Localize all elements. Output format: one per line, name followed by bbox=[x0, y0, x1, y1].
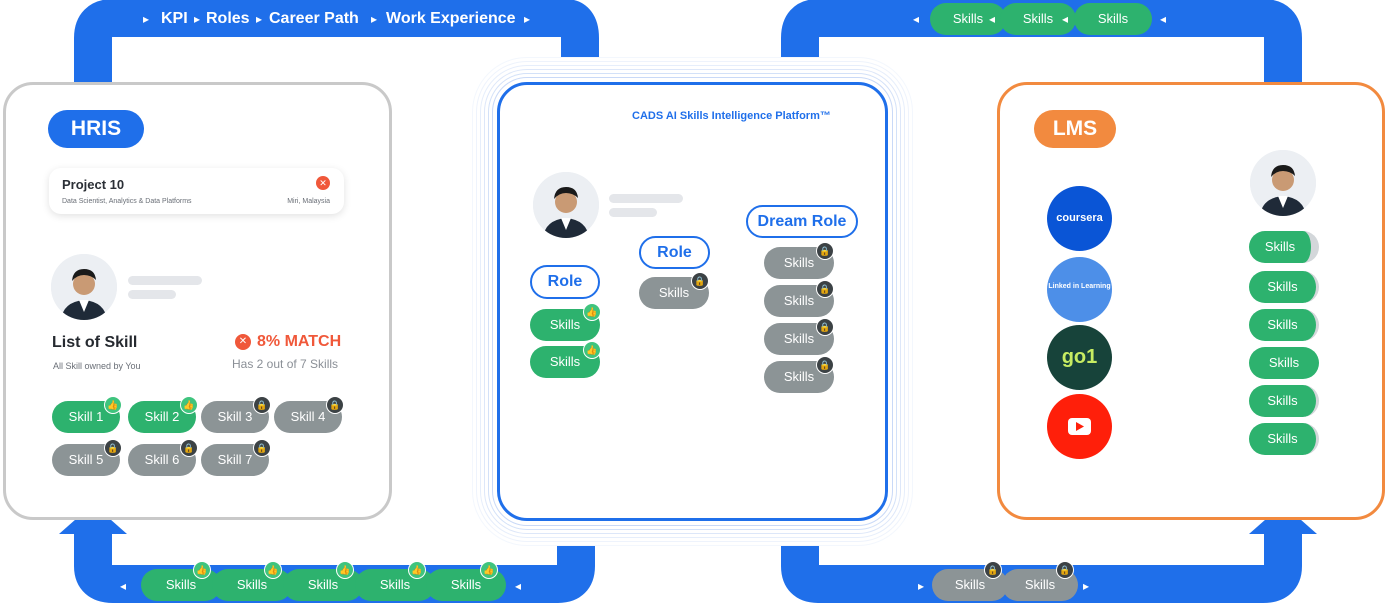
chevron-right-icon: ▸ bbox=[918, 579, 925, 593]
lock-icon: 🔒 bbox=[984, 561, 1002, 579]
chevron-left-icon: ◂ bbox=[120, 579, 127, 593]
avatar bbox=[1250, 150, 1316, 216]
chevron-down-icon: ▾ bbox=[572, 517, 579, 531]
thumbs-up-icon: 👍 bbox=[180, 396, 198, 414]
flow-skill-pill: Skills bbox=[1000, 3, 1076, 35]
flow-skill-pill: Skills bbox=[283, 569, 363, 601]
skill-pill[interactable]: Skills bbox=[1249, 231, 1319, 263]
chevron-right-icon: ▸ bbox=[1083, 579, 1090, 593]
placeholder-bar bbox=[128, 290, 176, 299]
hris-tag: HRIS bbox=[48, 110, 144, 148]
flow-label-kpi: KPI bbox=[161, 10, 188, 27]
role-box-next[interactable]: Role bbox=[639, 236, 710, 269]
coursera-logo[interactable]: coursera bbox=[1047, 186, 1112, 251]
skill-pill[interactable]: Skills bbox=[1249, 309, 1319, 341]
skill-pill[interactable]: Skills bbox=[1249, 271, 1319, 303]
chevron-right-icon: ▸ bbox=[371, 12, 378, 26]
linkedin-learning-label: Linked in Learning bbox=[1048, 283, 1111, 290]
skill-pill[interactable]: Skills bbox=[764, 247, 834, 279]
chevron-left-icon: ◂ bbox=[989, 12, 996, 26]
lock-icon: 🔒 bbox=[816, 356, 834, 374]
thumbs-up-icon: 👍 bbox=[193, 561, 211, 579]
close-icon[interactable]: ✕ bbox=[316, 176, 330, 190]
lock-icon: 🔒 bbox=[253, 439, 271, 457]
flow-skill-pill: Skills bbox=[930, 3, 1006, 35]
placeholder-bar bbox=[609, 194, 683, 203]
linkedin-learning-logo[interactable]: Linked in Learning bbox=[1047, 257, 1112, 322]
lock-icon: 🔒 bbox=[691, 272, 709, 290]
skill-pill[interactable]: Skills bbox=[1249, 347, 1319, 379]
skill-pill[interactable]: Skills bbox=[530, 309, 600, 341]
placeholder-bar bbox=[128, 276, 202, 285]
cads-title: CADS AI Skills Intelligence Platform™ bbox=[632, 110, 831, 122]
chevron-left-icon: ◂ bbox=[1160, 12, 1167, 26]
flow-skill-pill: Skills bbox=[932, 569, 1008, 601]
chevron-right-icon: ▸ bbox=[194, 12, 201, 26]
close-icon: ✕ bbox=[235, 334, 251, 350]
flow-label-roles: Roles bbox=[206, 10, 250, 27]
project-location: Miri, Malaysia bbox=[287, 198, 330, 205]
role-box-current[interactable]: Role bbox=[530, 265, 600, 299]
skill-pill[interactable]: Skills bbox=[764, 285, 834, 317]
project-subtitle: Data Scientist, Analytics & Data Platfor… bbox=[62, 198, 192, 205]
thumbs-up-icon: 👍 bbox=[408, 561, 426, 579]
thumbs-up-icon: 👍 bbox=[336, 561, 354, 579]
thumbs-up-icon: 👍 bbox=[480, 561, 498, 579]
skill-list-title: List of Skill bbox=[52, 334, 138, 351]
chevron-left-icon: ◂ bbox=[1062, 12, 1069, 26]
chevron-right-icon: ▸ bbox=[256, 12, 263, 26]
chevron-down-icon: ▾ bbox=[796, 517, 803, 531]
play-icon bbox=[1068, 418, 1091, 435]
lms-tag: LMS bbox=[1034, 110, 1116, 148]
avatar bbox=[51, 254, 117, 320]
flow-label-work-experience: Work Experience bbox=[386, 10, 516, 27]
thumbs-up-icon: 👍 bbox=[583, 341, 601, 359]
lock-icon: 🔒 bbox=[253, 396, 271, 414]
skill-pill[interactable]: Skills bbox=[1249, 385, 1319, 417]
chevron-left-icon: ◂ bbox=[913, 12, 920, 26]
lock-icon: 🔒 bbox=[180, 439, 198, 457]
project-title: Project 10 bbox=[62, 177, 125, 192]
flow-skill-pill: Skills bbox=[426, 569, 506, 601]
skill-pill[interactable]: Skill 6 bbox=[128, 444, 196, 476]
skill-pill[interactable]: Skills bbox=[764, 361, 834, 393]
avatar bbox=[533, 172, 599, 238]
lock-icon: 🔒 bbox=[326, 396, 344, 414]
skill-list-subtitle: All Skill owned by You bbox=[53, 361, 141, 371]
placeholder-bar bbox=[609, 208, 657, 217]
chevron-left-icon: ◂ bbox=[515, 579, 522, 593]
lock-icon: 🔒 bbox=[104, 439, 122, 457]
lock-icon: 🔒 bbox=[816, 242, 834, 260]
flow-skill-pill: Skills bbox=[1074, 3, 1152, 35]
match-percent: 8% MATCH bbox=[257, 333, 342, 350]
skill-pill[interactable]: Skills bbox=[639, 277, 709, 309]
flow-label-career-path: Career Path bbox=[269, 10, 359, 27]
lock-icon: 🔒 bbox=[1056, 561, 1074, 579]
role-box-dream[interactable]: Dream Role bbox=[746, 205, 858, 238]
thumbs-up-icon: 👍 bbox=[583, 303, 601, 321]
youtube-logo[interactable] bbox=[1047, 394, 1112, 459]
thumbs-up-icon: 👍 bbox=[104, 396, 122, 414]
go1-logo[interactable]: go1 bbox=[1047, 325, 1112, 390]
match-detail: Has 2 out of 7 Skills bbox=[232, 357, 339, 371]
chevron-right-icon: ▸ bbox=[524, 12, 531, 26]
lock-icon: 🔒 bbox=[816, 318, 834, 336]
skill-pill[interactable]: Skills bbox=[1249, 423, 1319, 455]
chevron-right-icon: ▸ bbox=[143, 12, 150, 26]
project-card[interactable]: Project 10 Data Scientist, Analytics & D… bbox=[49, 168, 344, 214]
thumbs-up-icon: 👍 bbox=[264, 561, 282, 579]
lock-icon: 🔒 bbox=[816, 280, 834, 298]
